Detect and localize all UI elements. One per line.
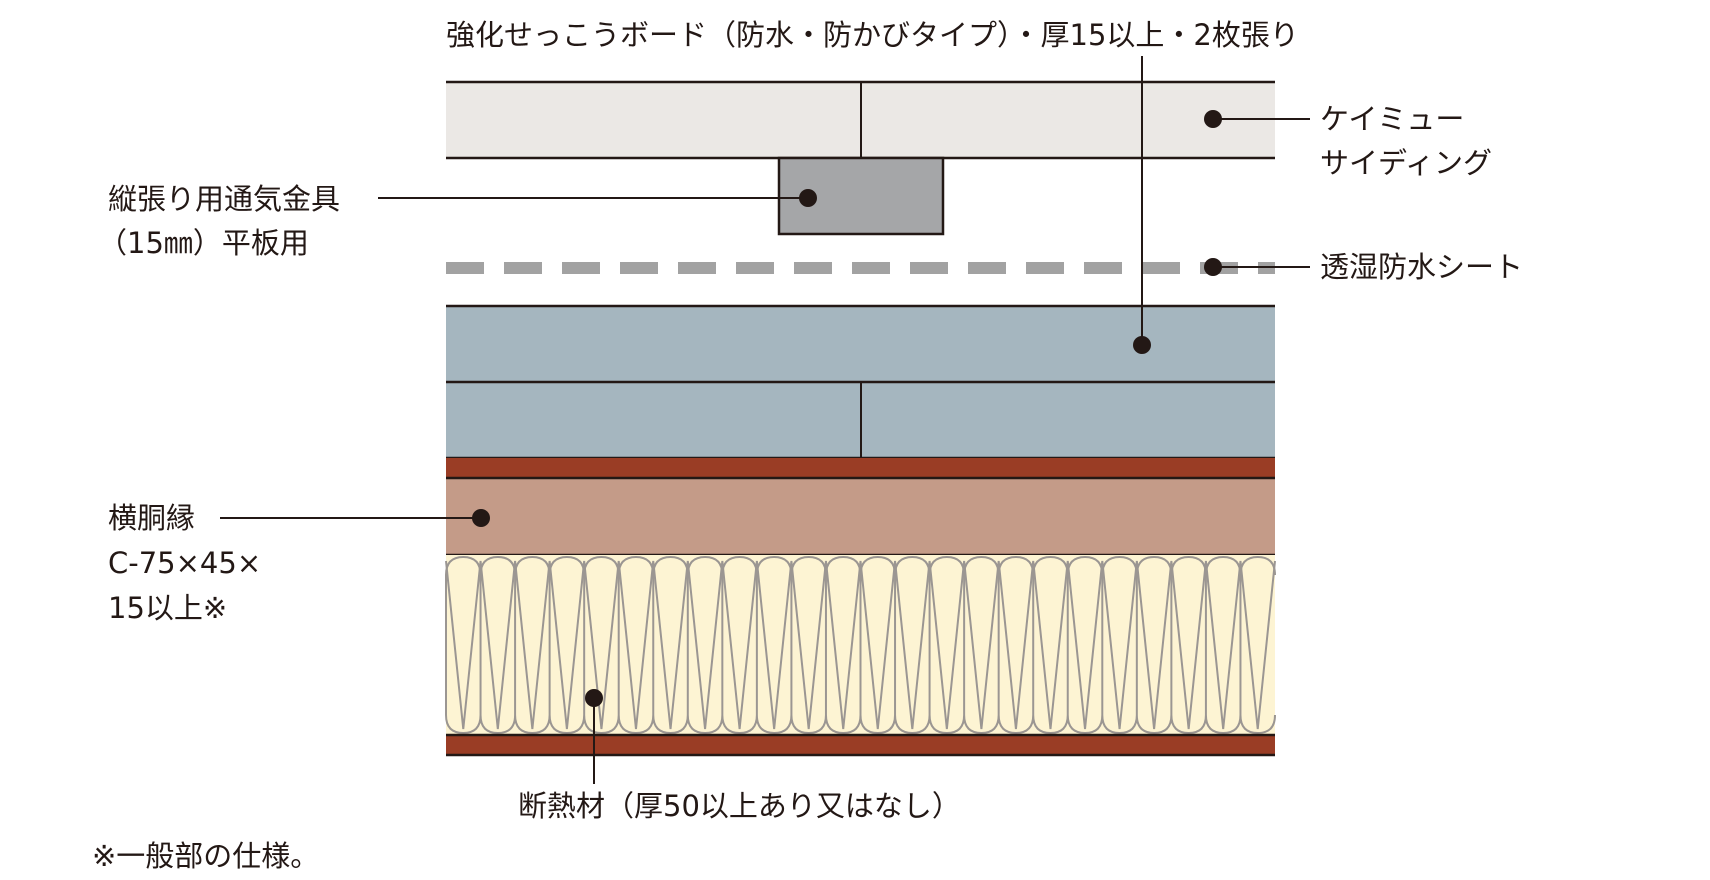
insulation-fiber-zigzag bbox=[445, 560, 1276, 730]
footnote: ※一般部の仕様。 bbox=[92, 839, 320, 873]
insulation-layer bbox=[445, 555, 1276, 735]
membrane-dot bbox=[1204, 258, 1222, 276]
furring-dot bbox=[472, 509, 490, 527]
siding-dot bbox=[1204, 110, 1222, 128]
membrane-label: 透湿防水シート bbox=[1320, 250, 1524, 284]
furring-label-line3: 15以上※ bbox=[108, 591, 228, 625]
bracket-dot bbox=[799, 189, 817, 207]
furring-label-line2: C-75×45× bbox=[108, 546, 262, 580]
insulation-label: 断熱材（厚50以上あり又はなし） bbox=[518, 789, 961, 823]
gypsum-dot bbox=[1133, 336, 1151, 354]
siding-label-line1: ケイミュー bbox=[1320, 102, 1465, 136]
furring-label-line1: 横胴縁 bbox=[108, 501, 196, 535]
gypsum-board-label: 強化せっこうボード（防水・防かびタイプ）・厚15以上・2枚張り bbox=[446, 18, 1299, 52]
bottom-flange bbox=[446, 733, 1275, 757]
siding-layer bbox=[446, 80, 1275, 160]
bracket-label-line2: （15㎜）平板用 bbox=[98, 226, 309, 260]
siding-label-line2: サイディング bbox=[1320, 146, 1492, 180]
bracket-label-line1: 縦張り用通気金具 bbox=[108, 182, 341, 216]
insulation-batt-outline bbox=[445, 555, 1276, 735]
gypsum-board-layers bbox=[446, 304, 1275, 460]
furring-channel bbox=[446, 458, 1275, 557]
insulation-dot bbox=[585, 689, 603, 707]
